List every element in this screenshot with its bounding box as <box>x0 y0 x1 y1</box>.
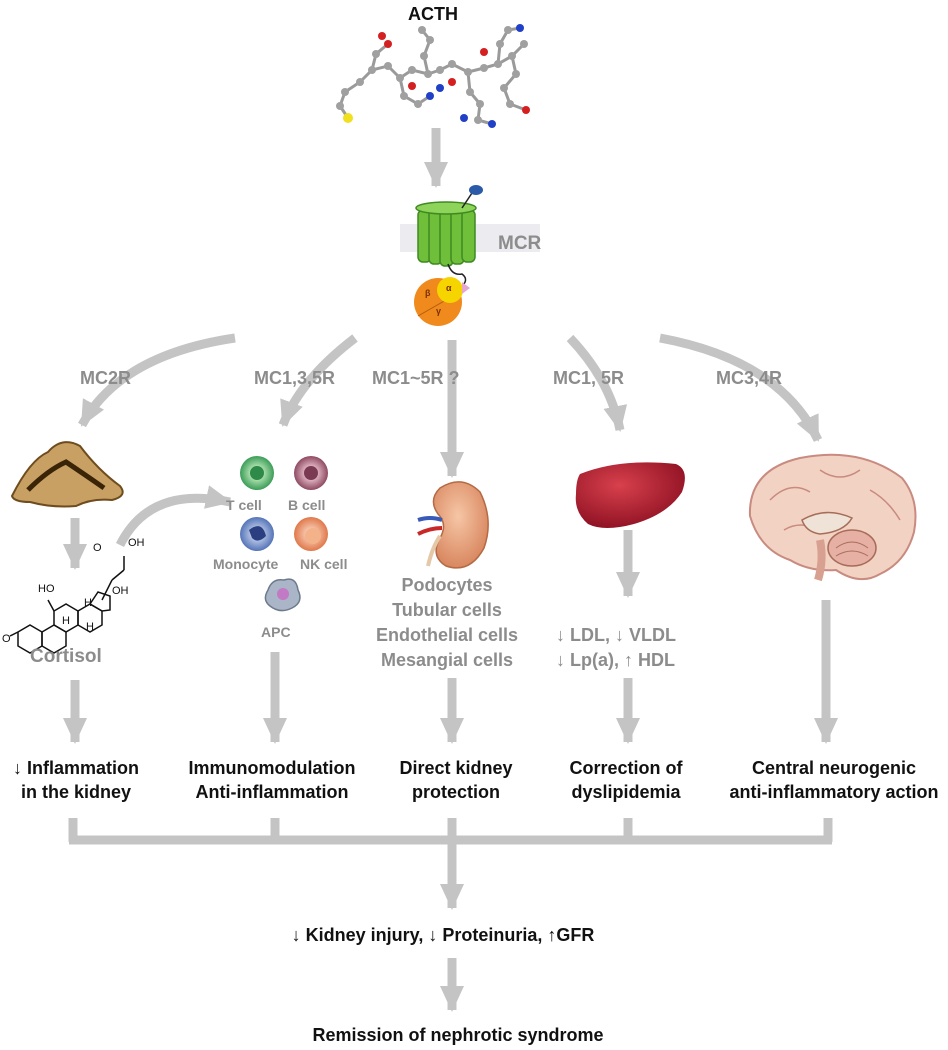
arrow-mc135r <box>278 334 358 427</box>
brain <box>748 453 917 582</box>
lipids-line-2: ↓ Lp(a), ↑ HDL <box>556 650 675 670</box>
cortisol-atom-ho: HO <box>38 583 55 595</box>
cortisol-molecule <box>9 556 125 654</box>
acth-label: ACTH <box>408 4 458 24</box>
outcome-1-line-1: ↓ Inflammation <box>12 758 140 778</box>
g-gamma-label: γ <box>436 306 442 316</box>
lipids-line-1: ↓ LDL, ↓ VLDL <box>556 625 676 645</box>
outcome-5-line-1: Central neurogenic <box>751 758 917 778</box>
podocytes-label: Podocytes <box>401 575 493 595</box>
outcome-3-line-1: Direct kidney <box>399 758 513 778</box>
g-alpha-label: α <box>446 283 452 293</box>
t-cell-label: T cell <box>226 497 262 513</box>
cortisol-atom-h3: H <box>84 597 92 609</box>
g-beta-label: β <box>425 288 431 298</box>
cortisol-atom-o: O <box>2 633 11 645</box>
outcome-2-line-1: Immunomodulation <box>188 758 356 778</box>
outcome-2-line-2: Anti-inflammation <box>195 782 349 802</box>
cortisol-atom-h1: H <box>62 615 70 627</box>
arrow-cortisol-to-immune <box>115 485 232 548</box>
result-label: ↓ Kidney injury, ↓ Proteinuria, ↑GFR <box>291 925 595 945</box>
endothelial-cells-label: Endothelial cells <box>375 625 519 645</box>
arrow-mc34r <box>659 333 823 442</box>
kidney <box>417 481 489 569</box>
outcome-1-line-2: in the kidney <box>20 782 132 802</box>
mcr-label: MCR <box>498 233 542 254</box>
cortisol-atom-oh: OH <box>128 537 145 549</box>
mc1-5r-label: MC1~5R ? <box>372 368 460 388</box>
immune-cells <box>240 456 328 612</box>
cortisol-atom-o2: O <box>93 542 102 554</box>
arrows <box>63 128 838 1012</box>
arrow-mc15r <box>566 334 628 432</box>
mc34r-label: MC3,4R <box>716 368 783 388</box>
cortisol-atom-h2: H <box>86 621 94 633</box>
mesangial-cells-label: Mesangial cells <box>380 650 514 670</box>
apc-label: APC <box>261 624 291 640</box>
tubular-cells-label: Tubular cells <box>392 600 502 620</box>
mc15r-label: MC1, 5R <box>553 368 625 388</box>
liver <box>575 462 685 528</box>
arrow-mc2r <box>78 333 236 428</box>
mcr-receptor <box>400 185 540 326</box>
b-cell-label: B cell <box>288 497 326 513</box>
cortisol-label: Cortisol <box>30 646 102 667</box>
mc135r-label: MC1,3,5R <box>254 368 336 388</box>
nk-cell-label: NK cell <box>300 556 348 572</box>
outcome-3-line-2: protection <box>412 782 500 802</box>
monocyte-label: Monocyte <box>213 556 279 572</box>
outcome-5-line-2: anti-inflammatory action <box>729 782 939 802</box>
acth-molecule <box>336 24 530 128</box>
outcome-4-line-2: dyslipidemia <box>571 782 681 802</box>
cortisol-atom-oh2: OH <box>112 585 129 597</box>
adrenal-gland <box>10 441 124 508</box>
outcome-4-line-1: Correction of <box>569 758 683 778</box>
final-label: Remission of nephrotic syndrome <box>312 1025 604 1045</box>
mc2r-label: MC2R <box>80 368 132 388</box>
